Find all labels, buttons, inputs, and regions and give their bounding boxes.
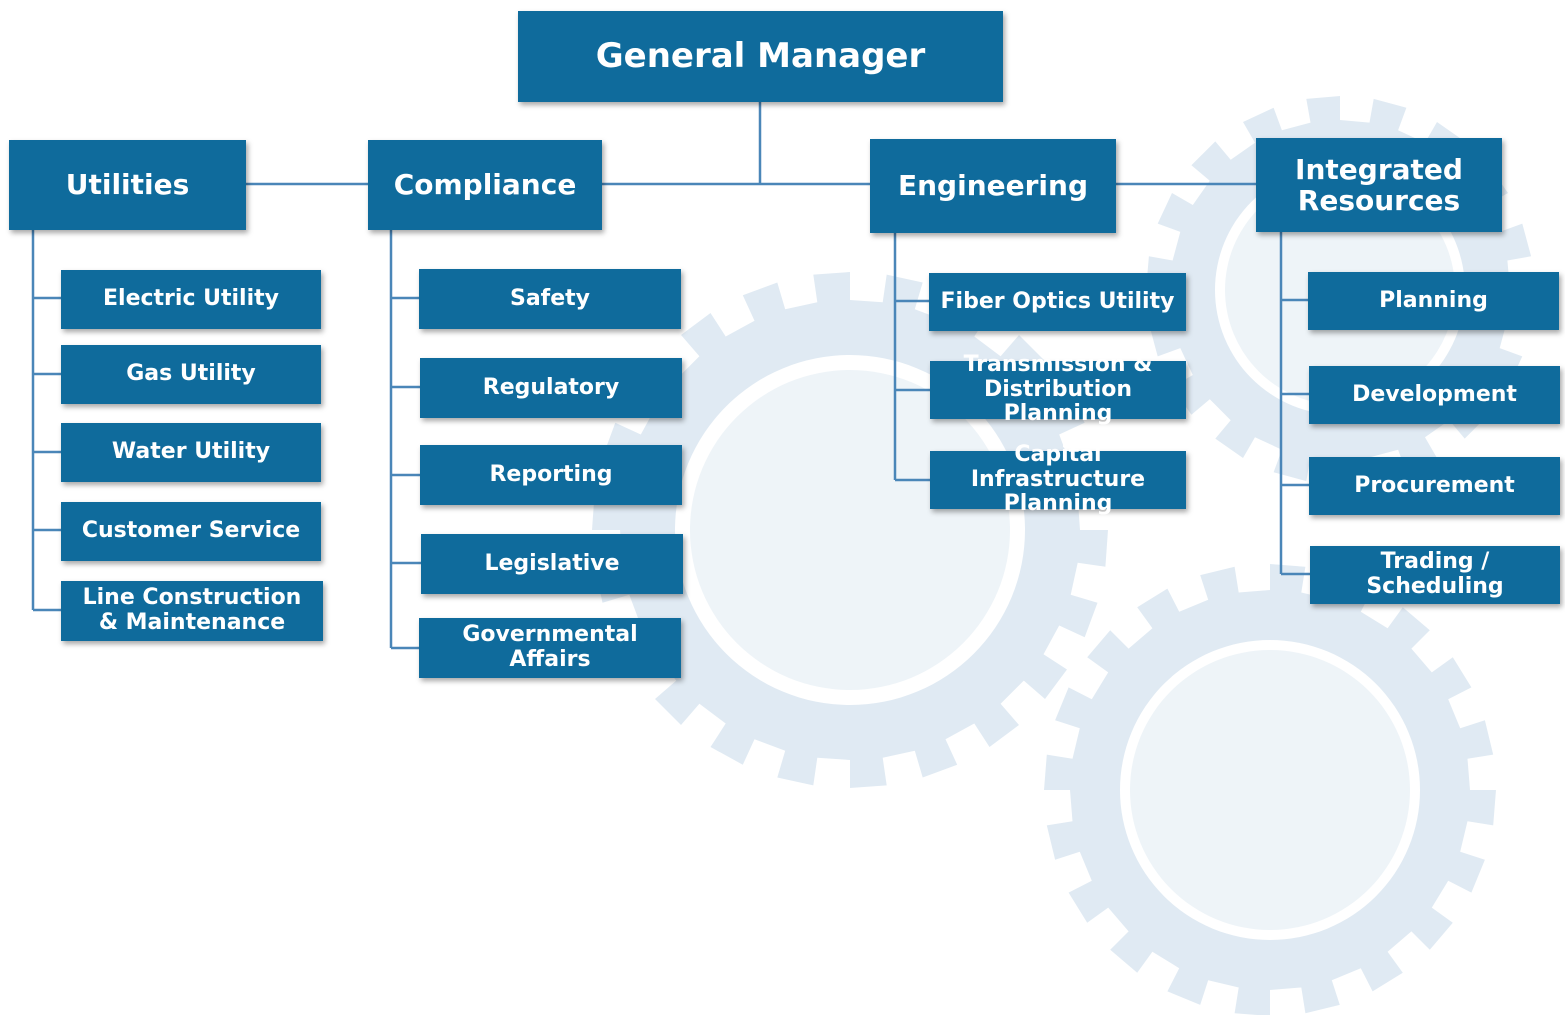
node-label: Line Construction & Maintenance [82,585,302,635]
node-customer-service: Customer Service [61,502,321,561]
node-water-utility: Water Utility [61,423,321,482]
node-fiber-optics-utility: Fiber Optics Utility [929,273,1186,331]
node-label: Gas Utility [126,361,256,387]
node-label: Fiber Optics Utility [940,288,1175,314]
node-label: Integrated Resources [1295,152,1463,217]
node-legislative: Legislative [421,534,683,594]
node-label: Customer Service [81,518,301,544]
node-label: Procurement [1354,472,1515,498]
node-engineering: Engineering [870,139,1116,233]
connector-engineering [893,233,930,482]
node-label: Regulatory [482,374,620,400]
node-label: Electric Utility [103,286,279,312]
node-label: Utilities [65,168,190,202]
node-label: Capital Infrastructure Planning [970,442,1146,517]
node-gas-utility: Gas Utility [61,345,321,404]
node-label: Planning [1379,287,1488,313]
node-safety: Safety [419,269,681,329]
node-label: Trading / Scheduling [1366,549,1504,599]
node-general-manager: General Manager [518,11,1003,102]
node-label: Transmission & Distribution Planning [963,352,1153,427]
node-capital-infrastructure-planning: Capital Infrastructure Planning [930,442,1186,516]
node-regulatory: Regulatory [420,358,682,418]
node-label: Development [1352,381,1517,407]
node-planning: Planning [1308,272,1559,330]
node-utilities: Utilities [9,140,246,230]
node-label: Water Utility [111,439,271,465]
node-electric-utility: Electric Utility [61,270,321,329]
node-label: Safety [509,285,591,311]
node-procurement: Procurement [1309,457,1560,515]
node-line-construction-maintenance: Line Construction & Maintenance [61,581,323,641]
gear-family-icon [1044,564,1496,1015]
node-label: Compliance [393,168,577,202]
connector-compliance [389,230,421,650]
node-development: Development [1309,366,1560,424]
node-label: General Manager [595,36,926,77]
connector-utilities [31,230,61,612]
node-label: Legislative [484,550,620,576]
node-integrated-resources: Integrated Resources [1256,138,1502,232]
node-label: Governmental Affairs [462,622,638,672]
node-reporting: Reporting [420,445,682,505]
node-label: Reporting [489,461,613,487]
node-trading-scheduling: Trading / Scheduling [1310,546,1560,604]
node-transmission-distribution-planning: Transmission & Distribution Planning [930,352,1186,426]
connector-integrated-resources [1279,232,1310,576]
node-label: Engineering [898,169,1088,203]
node-governmental-affairs: Governmental Affairs [419,618,681,678]
node-compliance: Compliance [368,140,602,230]
